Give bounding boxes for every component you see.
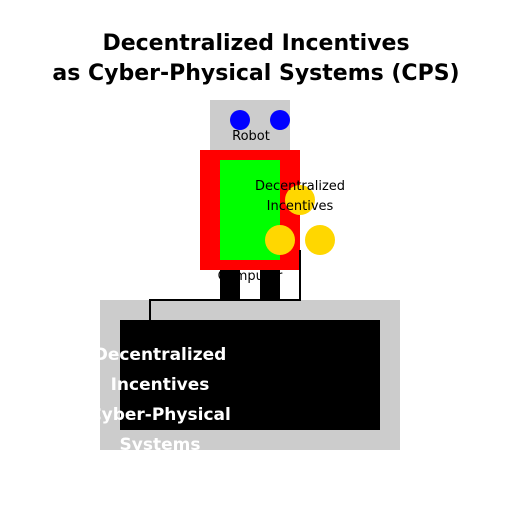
cps-label-line4: Systems xyxy=(120,435,201,455)
cps-label-line3: Cyber-Physical xyxy=(89,405,231,425)
coin-left xyxy=(265,225,295,255)
robot-right-eye xyxy=(270,110,290,130)
robot-label: Robot xyxy=(232,129,270,144)
coin-top xyxy=(285,185,315,215)
coin-right xyxy=(305,225,335,255)
robot-right-leg xyxy=(260,270,280,300)
diagram-title-line2: as Cyber-Physical Systems (CPS) xyxy=(52,61,459,86)
computer-screen xyxy=(120,320,380,430)
cps-label-line1: Decentralized xyxy=(94,345,227,365)
diagram-title-line1: Decentralized Incentives xyxy=(102,31,409,56)
incentives-label-line2: Incentives xyxy=(267,199,334,214)
incentives-label-line1: Decentralized xyxy=(255,179,345,194)
robot-left-eye xyxy=(230,110,250,130)
cps-label-line2: Incentives xyxy=(111,375,210,395)
connector-line xyxy=(149,250,301,320)
robot-left-leg xyxy=(220,270,240,300)
